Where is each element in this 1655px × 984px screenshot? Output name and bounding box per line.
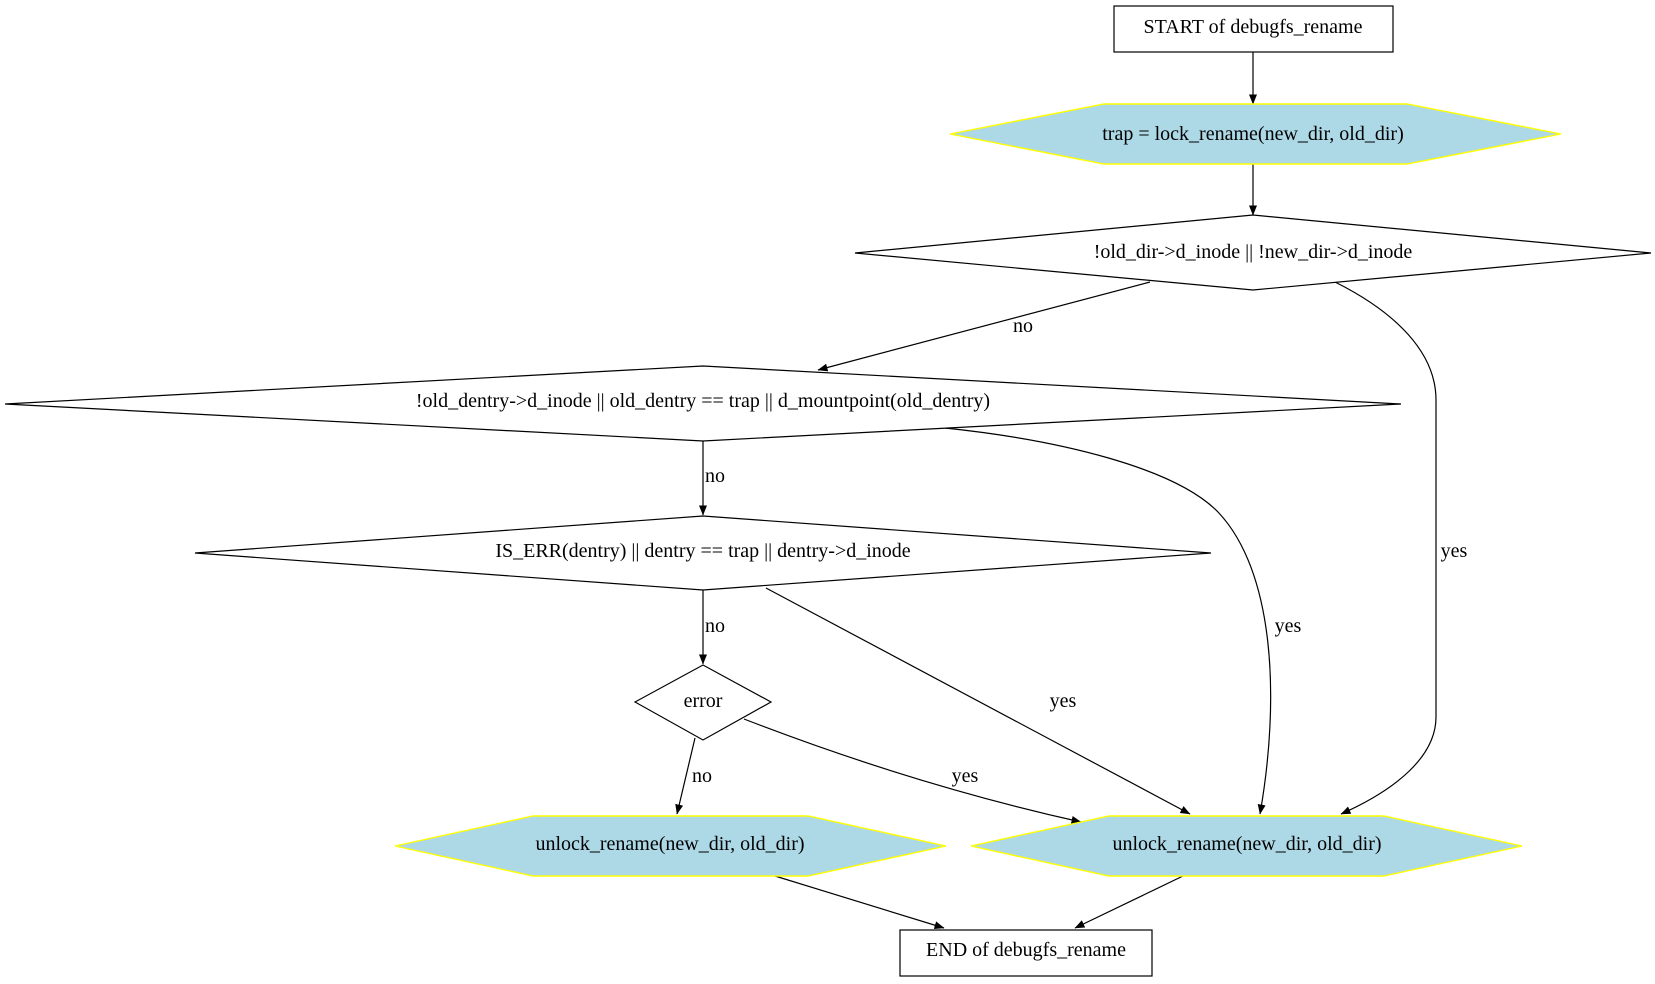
edge-error-no [675, 737, 696, 815]
edge-unlock-left-to-end [774, 875, 945, 930]
check-old-dentry-decision-label: !old_dentry->d_inode || old_dentry == tr… [416, 390, 990, 412]
end-node-label: END of debugfs_rename [926, 939, 1126, 961]
unlock-rename-left-node: unlock_rename(new_dir, old_dir) [394, 815, 947, 877]
edge-error-yes [743, 718, 1082, 824]
unlock-rename-left-node-label: unlock_rename(new_dir, old_dir) [535, 833, 804, 855]
lock-rename-node: trap = lock_rename(new_dir, old_dir) [949, 103, 1562, 165]
edge-label-dentry-no: no [705, 615, 725, 637]
error-decision-label: error [684, 690, 723, 712]
check-old-dentry-decision: !old_dentry->d_inode || old_dentry == tr… [4, 365, 1402, 442]
check-inodes-decision-label: !old_dir->d_inode || !new_dir->d_inode [1094, 241, 1413, 263]
edge-check-inodes-no [817, 281, 1151, 372]
edge-unlock-right-to-end [1074, 875, 1184, 929]
end-node: END of debugfs_rename [899, 929, 1153, 977]
unlock-rename-right-node: unlock_rename(new_dir, old_dir) [970, 815, 1523, 877]
edge-dentry-yes [765, 587, 1191, 815]
start-node: START of debugfs_rename [1113, 5, 1394, 53]
check-dentry-decision: IS_ERR(dentry) || dentry == trap || dent… [194, 515, 1212, 591]
lock-rename-node-label: trap = lock_rename(new_dir, old_dir) [1102, 123, 1403, 145]
edge-label-inodes-no: no [1013, 315, 1033, 337]
edge-label-error-yes: yes [952, 765, 979, 787]
edge-label-inodes-yes: yes [1441, 540, 1468, 562]
edge-label-error-no: no [692, 765, 712, 787]
edge-label-dentry-yes: yes [1050, 690, 1077, 712]
edge-label-old-dentry-yes: yes [1275, 615, 1302, 637]
start-node-label: START of debugfs_rename [1143, 16, 1362, 38]
edge-check-inodes-yes [1334, 281, 1437, 815]
check-inodes-decision: !old_dir->d_inode || !new_dir->d_inode [854, 214, 1652, 291]
unlock-rename-right-node-label: unlock_rename(new_dir, old_dir) [1112, 833, 1381, 855]
error-decision: error [633, 664, 773, 741]
edge-label-old-dentry-no: no [705, 465, 725, 487]
check-dentry-decision-label: IS_ERR(dentry) || dentry == trap || dent… [495, 540, 910, 562]
edge-old-dentry-yes [944, 427, 1272, 815]
